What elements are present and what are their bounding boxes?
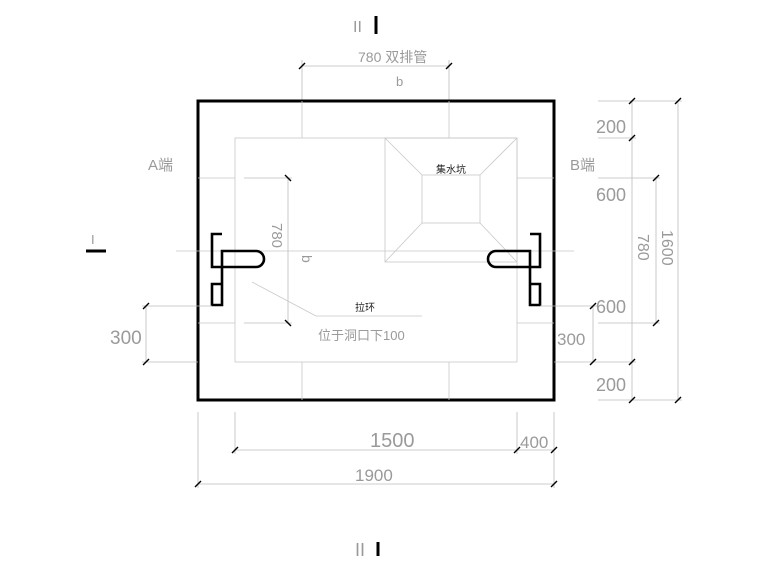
dim-200-top: 200 — [596, 117, 626, 137]
b-vertical-label: b — [299, 255, 315, 263]
section-mark-left-label: I — [91, 232, 95, 247]
dim-780-right: 780 — [634, 234, 651, 261]
right-300-dimension: 300 — [540, 302, 598, 366]
wall-joints — [198, 101, 554, 400]
left-300-dimension: 300 — [110, 302, 212, 366]
right-dimension-chain: 200 600 780 1600 600 200 — [596, 97, 682, 404]
dim-600-upper: 600 — [596, 185, 626, 205]
dim-780-vertical-label: 780 — [268, 223, 285, 248]
left-300-label: 300 — [110, 328, 142, 349]
end-b-label: B端 — [570, 157, 595, 174]
pull-ring-note: 位于洞口下100 — [318, 328, 405, 343]
sump-label: 集水坑 — [436, 163, 466, 176]
dim-200-bottom: 200 — [596, 375, 626, 395]
outer-wall — [196, 99, 556, 402]
pull-ring-label: 拉环 — [355, 301, 375, 314]
sump-pit — [384, 137, 518, 263]
dim-400: 400 — [520, 433, 548, 452]
pull-ring-leader — [251, 281, 317, 317]
dim-top-label: 780 双排管 — [358, 49, 427, 65]
b-top-label: b — [396, 74, 403, 89]
dim-600-lower: 600 — [596, 297, 626, 317]
section-mark-top-label: II — [353, 19, 362, 36]
section-mark-bottom-label: II — [355, 540, 365, 560]
right-300-label: 300 — [557, 330, 585, 349]
top-dimension: 780 双排管 b — [298, 49, 453, 101]
dim-1900: 1900 — [355, 466, 393, 485]
vertical-b-dimension: 780 b — [244, 174, 315, 327]
pull-ring-right-icon — [486, 232, 542, 307]
bottom-dimensions: 1500 400 1900 — [194, 412, 558, 488]
dim-1500: 1500 — [370, 430, 415, 452]
dim-1600: 1600 — [658, 230, 675, 266]
end-a-label: A端 — [148, 157, 173, 174]
pull-ring-left-icon — [210, 232, 266, 307]
